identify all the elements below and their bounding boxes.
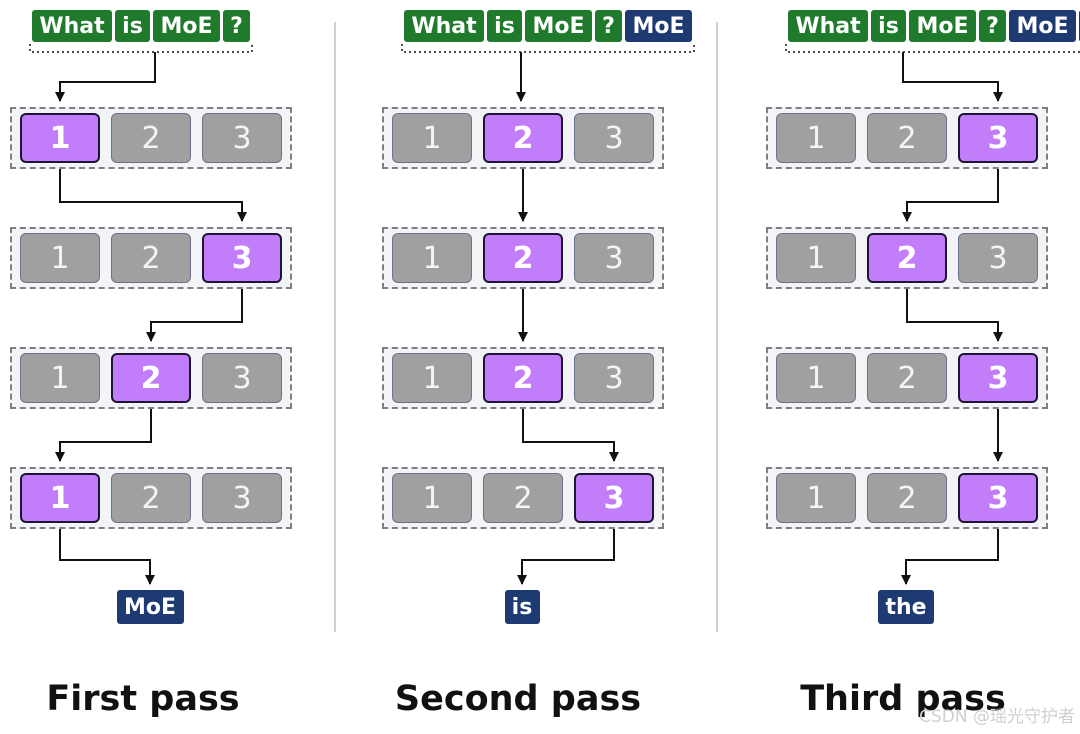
expert: 1 (392, 353, 472, 403)
routing-arrow (59, 522, 155, 585)
input-bracket (785, 44, 1080, 53)
input-token: MoE (525, 10, 592, 42)
expert: 2 (867, 113, 947, 163)
routing-arrow (901, 522, 999, 585)
input-token: ? (223, 10, 250, 42)
expert: 3 (202, 113, 282, 163)
active-expert: 1 (20, 113, 100, 163)
expert: 2 (111, 113, 191, 163)
output-token: is (504, 590, 540, 624)
expert: 1 (392, 113, 472, 163)
active-expert: 1 (20, 473, 100, 523)
expert: 2 (867, 473, 947, 523)
expert: 1 (776, 113, 856, 163)
expert: 3 (574, 113, 654, 163)
input-token: MoE (909, 10, 976, 42)
active-expert: 3 (958, 353, 1038, 403)
expert: 2 (111, 233, 191, 283)
input-token: ? (979, 10, 1006, 42)
input-token: What (32, 10, 112, 42)
routing-arrow (59, 162, 247, 222)
input-bracket (29, 44, 253, 53)
active-expert: 2 (483, 113, 563, 163)
routing-arrow (146, 282, 243, 342)
output-token: the (878, 590, 934, 624)
expert: 3 (202, 353, 282, 403)
generated-token: MoE (625, 10, 692, 42)
routing-arrow (55, 52, 156, 102)
pass-title: First pass (46, 679, 240, 719)
expert: 2 (483, 473, 563, 523)
expert: 1 (20, 233, 100, 283)
input-token: ? (595, 10, 622, 42)
expert: 1 (392, 473, 472, 523)
routing-arrow (517, 522, 615, 585)
expert: 1 (776, 353, 856, 403)
routing-arrow (522, 402, 619, 462)
input-token: is (487, 10, 522, 42)
active-expert: 2 (867, 233, 947, 283)
routing-arrow (906, 282, 1003, 342)
input-token: is (871, 10, 906, 42)
expert: 3 (574, 353, 654, 403)
column-divider (334, 22, 336, 632)
input-token: is (115, 10, 150, 42)
expert: 3 (958, 233, 1038, 283)
expert: 3 (202, 473, 282, 523)
active-expert: 3 (202, 233, 282, 283)
active-expert: 2 (111, 353, 191, 403)
watermark: CSDN @瑶光守护者 (919, 707, 1075, 727)
pass-title: Third pass (800, 679, 1006, 719)
expert: 2 (111, 473, 191, 523)
input-token: What (788, 10, 868, 42)
routing-arrow (55, 402, 152, 462)
generated-token: MoE (1009, 10, 1076, 42)
active-expert: 2 (483, 353, 563, 403)
active-expert: 2 (483, 233, 563, 283)
input-token: What (404, 10, 484, 42)
expert: 1 (776, 473, 856, 523)
column-divider (716, 22, 718, 632)
routing-arrow (902, 162, 999, 222)
input-token: MoE (153, 10, 220, 42)
active-expert: 3 (574, 473, 654, 523)
expert: 1 (20, 353, 100, 403)
input-bracket (401, 44, 695, 53)
active-expert: 3 (958, 473, 1038, 523)
expert: 2 (867, 353, 947, 403)
routing-arrow (902, 52, 1003, 102)
output-token: MoE (116, 590, 184, 624)
expert: 1 (776, 233, 856, 283)
active-expert: 3 (958, 113, 1038, 163)
expert: 1 (392, 233, 472, 283)
pass-title: Second pass (394, 679, 642, 719)
expert: 3 (574, 233, 654, 283)
